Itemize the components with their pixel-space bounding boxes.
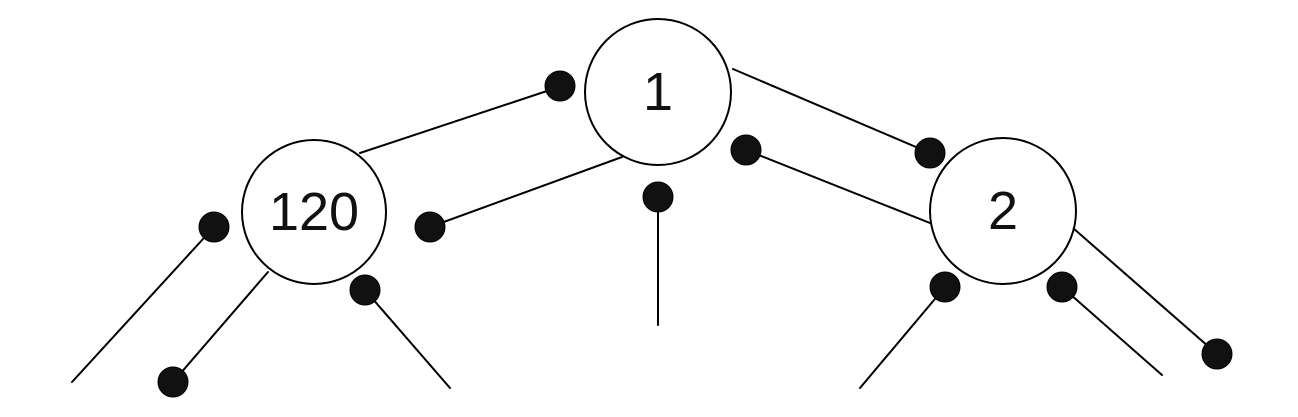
edge-120-right [364,289,451,389]
dot-near-1-lower-left [414,211,446,243]
edge-2-left [859,286,946,389]
edge-1-to-2-upper [732,68,931,154]
node-120: 120 [241,139,387,285]
dots [157,70,1233,398]
edge-1-to-120 [359,85,563,154]
dot-near-1-left [544,70,576,102]
node-2-circle [929,137,1077,285]
edge-120-left [172,271,269,383]
edge-2-right [1061,286,1163,376]
node-120-circle [241,139,387,285]
dot-near-1-right [730,134,762,166]
edge-1-lower-left [429,156,623,228]
node-1-circle [584,18,732,166]
node-2: 2 [929,137,1077,285]
dot-below-120-left [157,366,189,398]
node-2-label: 2 [988,181,1018,241]
dot-near-2-upper-left [914,137,946,169]
dot-near-120-bottom-right [349,274,381,306]
dot-below-1 [642,181,674,213]
node-120-label: 120 [269,182,359,242]
node-1: 1 [584,18,732,166]
edge-2-to-1-lower [745,149,936,226]
dot-near-120-left [198,211,230,243]
dot-near-2-bottom-left [929,271,961,303]
dot-far-right-of-2 [1201,338,1233,370]
edge-2-far-right [1072,227,1218,355]
dot-near-2-bottom-right [1046,271,1078,303]
edges [71,68,1218,389]
edge-120-far-left [71,226,215,383]
node-1-label: 1 [643,62,673,122]
